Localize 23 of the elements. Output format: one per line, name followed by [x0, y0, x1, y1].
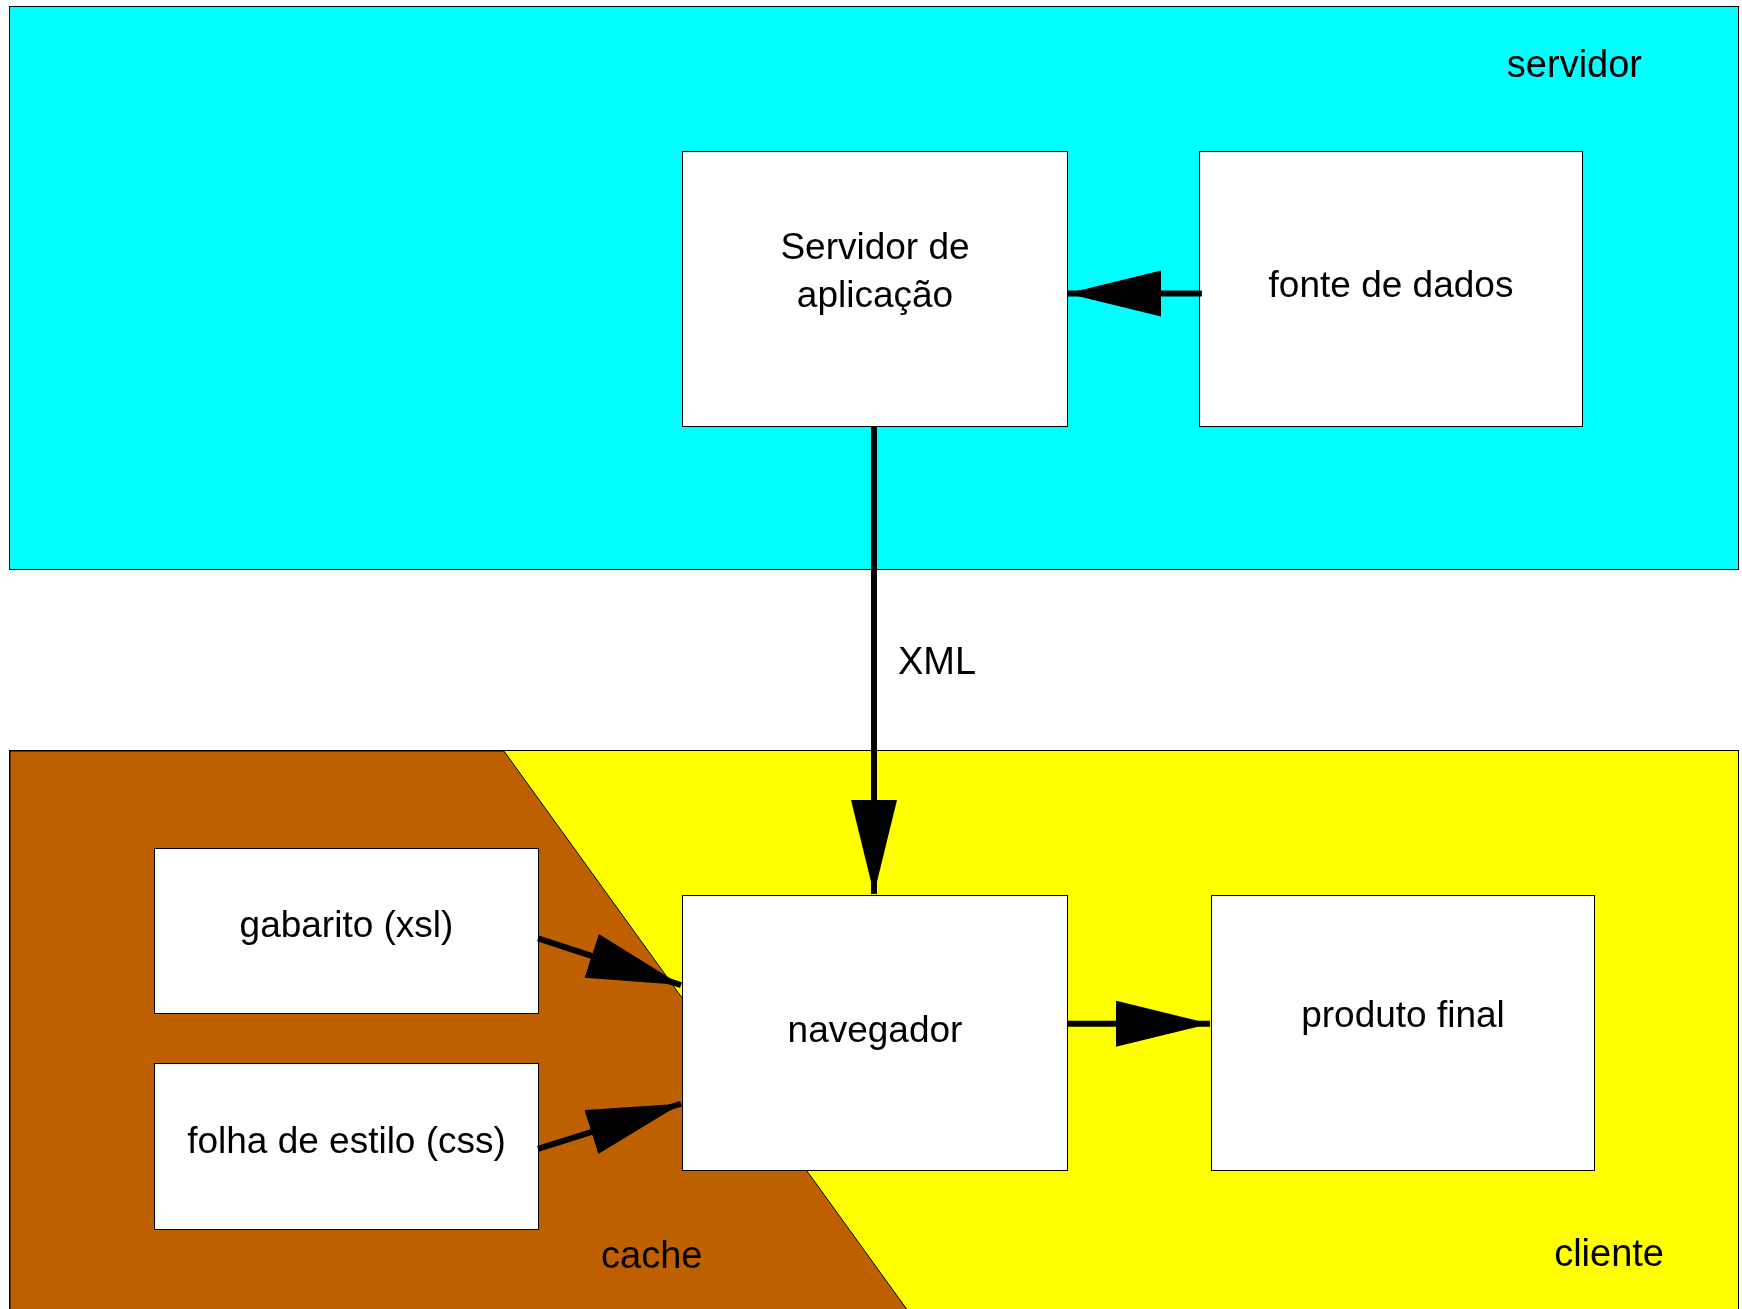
box-label: Servidor de aplicação [779, 225, 971, 317]
arrow [1067, 1000, 1210, 1047]
arrow [851, 426, 897, 894]
edge-label: XML [898, 640, 977, 683]
box-label: folha de estilo (css) [187, 1118, 506, 1163]
arrow [537, 1100, 682, 1154]
box-label: gabarito (xsl) [239, 903, 454, 947]
arrow [1067, 270, 1202, 317]
arrow [537, 934, 682, 988]
box-label: produto final [1301, 993, 1505, 1037]
box-label: navegador [787, 1008, 963, 1052]
process-box [682, 895, 1068, 1171]
process-box [154, 848, 539, 1014]
server-zone [9, 6, 1739, 570]
box-label: fonte de dados [1268, 263, 1514, 307]
process-box [682, 151, 1068, 427]
zone-label: cliente [1554, 1232, 1664, 1275]
process-box [1199, 151, 1583, 427]
process-box [1211, 895, 1595, 1171]
zone-label: servidor [1506, 43, 1642, 86]
process-box [154, 1063, 539, 1230]
zone-label: cache [601, 1234, 703, 1277]
client-zone [9, 750, 1739, 1309]
